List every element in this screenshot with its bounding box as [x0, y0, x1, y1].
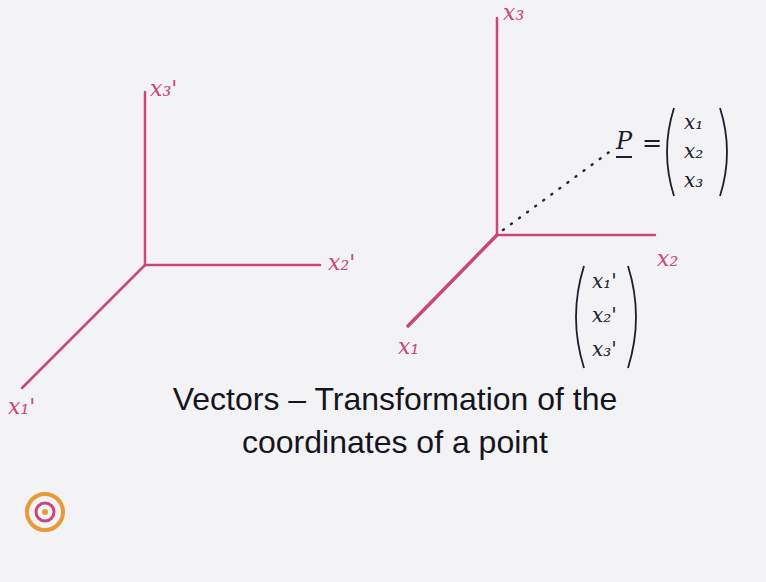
caption: Vectors – Transformation of the coordina… [115, 378, 675, 464]
axis-label: x₃' [150, 76, 177, 101]
axis-line [408, 235, 497, 326]
axis-label: x₁ [398, 334, 419, 359]
bracket [720, 108, 727, 196]
vector-component: x₂' [592, 304, 617, 327]
bracket [667, 108, 674, 196]
dotted-line [503, 150, 612, 230]
vector-component: x₁' [592, 270, 617, 293]
vector-component: = [642, 130, 662, 158]
axis-label: x₁' [8, 394, 35, 419]
axis-line [144, 92, 147, 265]
axis-line [145, 264, 320, 267]
vector-component: x₃' [592, 338, 617, 361]
bracket [628, 266, 636, 368]
axis-label: x₂' [328, 250, 355, 275]
nptel-logo [27, 494, 63, 530]
axis-line [22, 265, 145, 388]
vector-component: P [616, 128, 632, 158]
axis-label: x₃ [503, 0, 524, 25]
axis-line [497, 234, 655, 237]
axis-label: x₂ [657, 246, 678, 271]
vector-component: x₃ [684, 169, 703, 192]
vector-component: x₂ [684, 140, 703, 163]
vector-component: x₁ [684, 111, 703, 134]
axis-line [496, 18, 499, 235]
bracket [576, 266, 584, 368]
